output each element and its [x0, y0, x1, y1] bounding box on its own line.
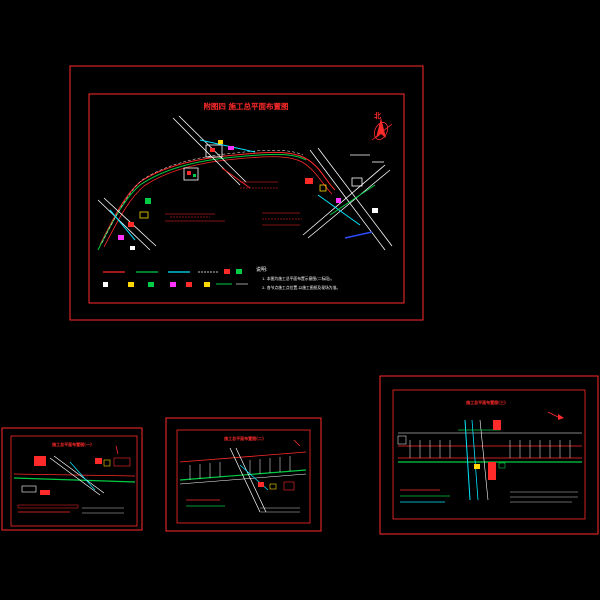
construction-route: [97, 153, 307, 251]
sheet-right-outer-frame: [379, 375, 599, 535]
note-1: 1. 本图为施工总平面布置示意图(二标段)。: [262, 276, 334, 281]
sheet-small-1-outer-frame: [1, 427, 143, 531]
sheet-small-2-outer-frame: [165, 417, 322, 532]
intersection-left: [97, 197, 157, 251]
sheet-small-1-inner-frame: [10, 435, 138, 527]
notes-block: 说明: 1. 本图为施工总平面布置示意图(二标段)。 2. 各节点施工点位置,以…: [256, 266, 340, 290]
survey-line: [101, 150, 304, 244]
intersection-right: [302, 147, 393, 251]
callouts: [165, 181, 302, 226]
north-label: 北: [374, 111, 381, 120]
main-sheet: 附图四 施工总平面布置图 北: [69, 65, 424, 321]
sheet-small-2-inner-frame: [176, 429, 311, 524]
sheet-right: 施工总平面布置图(三): [379, 375, 599, 535]
intersection-center: [172, 115, 256, 189]
main-road: [99, 151, 336, 246]
sheet-small-2-title: 施工总平面布置图(二): [223, 435, 264, 441]
sheet-right-inner-frame: [392, 389, 586, 520]
sheet-small-2: 施工总平面布置图(二): [165, 417, 322, 532]
main-sheet-outer-frame: [69, 65, 424, 321]
notes-heading: 说明:: [256, 266, 268, 273]
north-arrow-icon: 北: [371, 111, 393, 141]
note-2: 2. 各节点施工点位置,以施工图纸及现场为准。: [262, 285, 340, 290]
main-sheet-title: 附图四 施工总平面布置图: [203, 101, 289, 111]
main-sheet-inner-frame: [88, 93, 405, 304]
legend: [103, 269, 248, 287]
sheet-small-1-title: 施工总平面布置图(一): [51, 441, 92, 447]
sheet-small-1: 施工总平面布置图(一): [1, 427, 143, 531]
sheet-right-title: 施工总平面布置图(三): [465, 399, 506, 405]
